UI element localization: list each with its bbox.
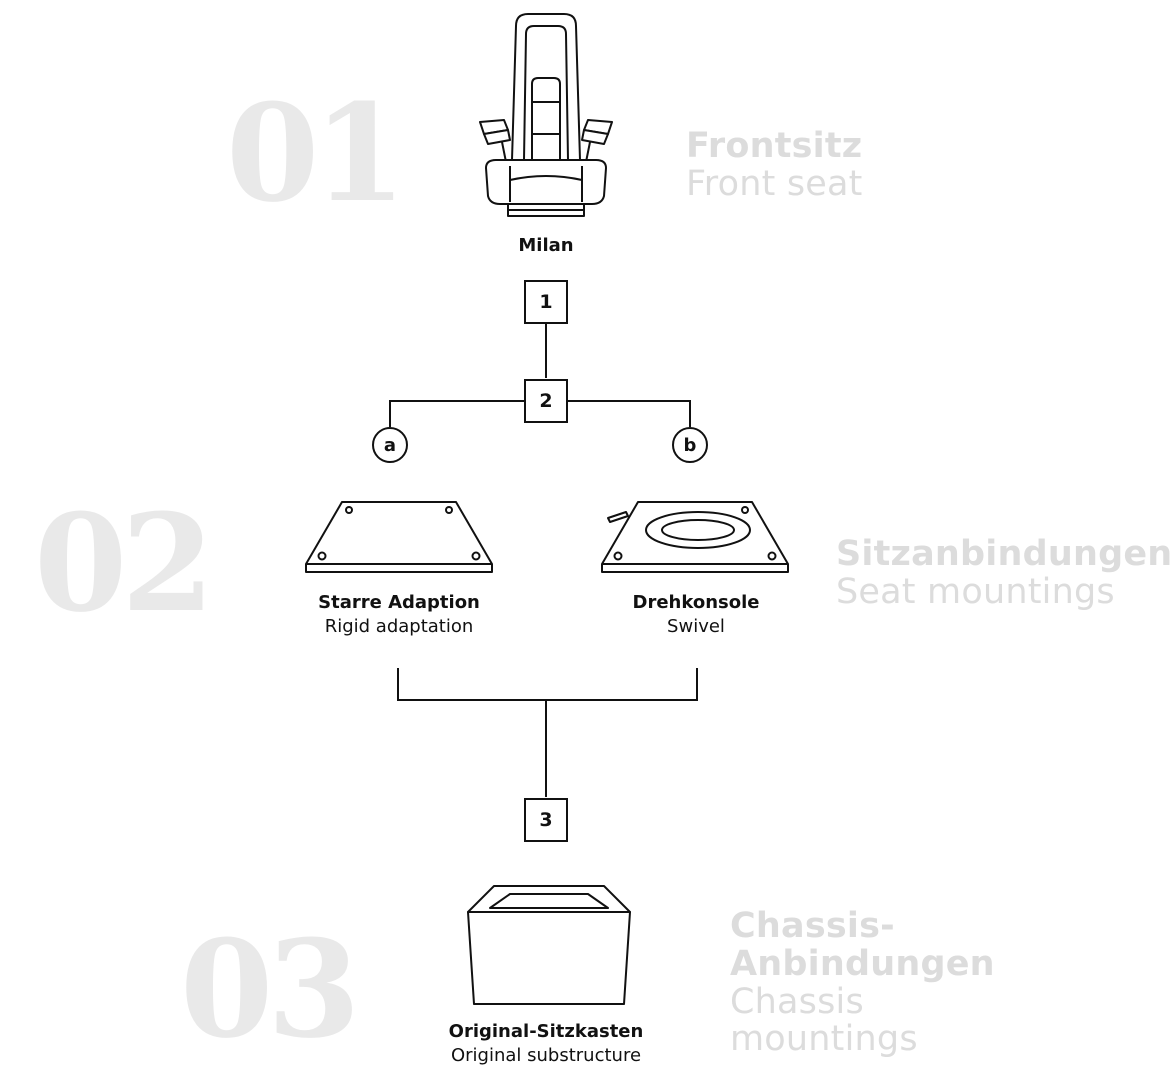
option-a-label-de: Starre Adaption bbox=[318, 592, 480, 613]
section-title-en: Chassis mountings bbox=[730, 981, 918, 1060]
option-b-caption: Drehkonsole Swivel bbox=[576, 591, 816, 640]
seat-box-icon bbox=[467, 885, 631, 1005]
option-a-caption: Starre Adaption Rigid adaptation bbox=[279, 591, 519, 640]
option-b-circle: b bbox=[672, 427, 708, 463]
seat-icon bbox=[479, 13, 613, 217]
substructure-label-de: Original-Sitzkasten bbox=[448, 1021, 644, 1042]
option-b-label-en: Swivel bbox=[667, 616, 725, 638]
option-a-circle: a bbox=[372, 427, 408, 463]
seat-caption: Milan bbox=[446, 234, 646, 258]
substructure-label-en: Original substructure bbox=[450, 1045, 642, 1067]
substructure-caption: Original-Sitzkasten Original substructur… bbox=[416, 1020, 676, 1069]
section-number-03: 03 bbox=[180, 910, 361, 1068]
swivel-plate-icon bbox=[601, 501, 789, 573]
section-title-de: Frontsitz bbox=[686, 126, 863, 166]
section-number-02: 02 bbox=[34, 484, 215, 642]
step-1-box: 1 bbox=[524, 280, 568, 324]
step-2-box: 2 bbox=[524, 379, 568, 423]
seat-label: Milan bbox=[518, 235, 574, 256]
section-title-chassis-mountings: Chassis- Anbindungen Chassis mountings bbox=[730, 906, 995, 1060]
section-title-seat-mountings: Sitzanbindungen Seat mountings bbox=[836, 534, 1172, 612]
rigid-plate-icon bbox=[305, 501, 493, 573]
section-title-front-seat: Frontsitz Front seat bbox=[686, 126, 863, 204]
section-title-en: Seat mountings bbox=[836, 571, 1115, 612]
section-title-de: Sitzanbindungen bbox=[836, 534, 1172, 574]
option-a-label-en: Rigid adaptation bbox=[324, 616, 474, 638]
section-number-01: 01 bbox=[226, 74, 407, 232]
section-title-en: Front seat bbox=[686, 163, 863, 204]
section-title-de: Chassis- Anbindungen bbox=[730, 906, 995, 984]
option-b-label-de: Drehkonsole bbox=[632, 592, 760, 613]
step-3-box: 3 bbox=[524, 798, 568, 842]
